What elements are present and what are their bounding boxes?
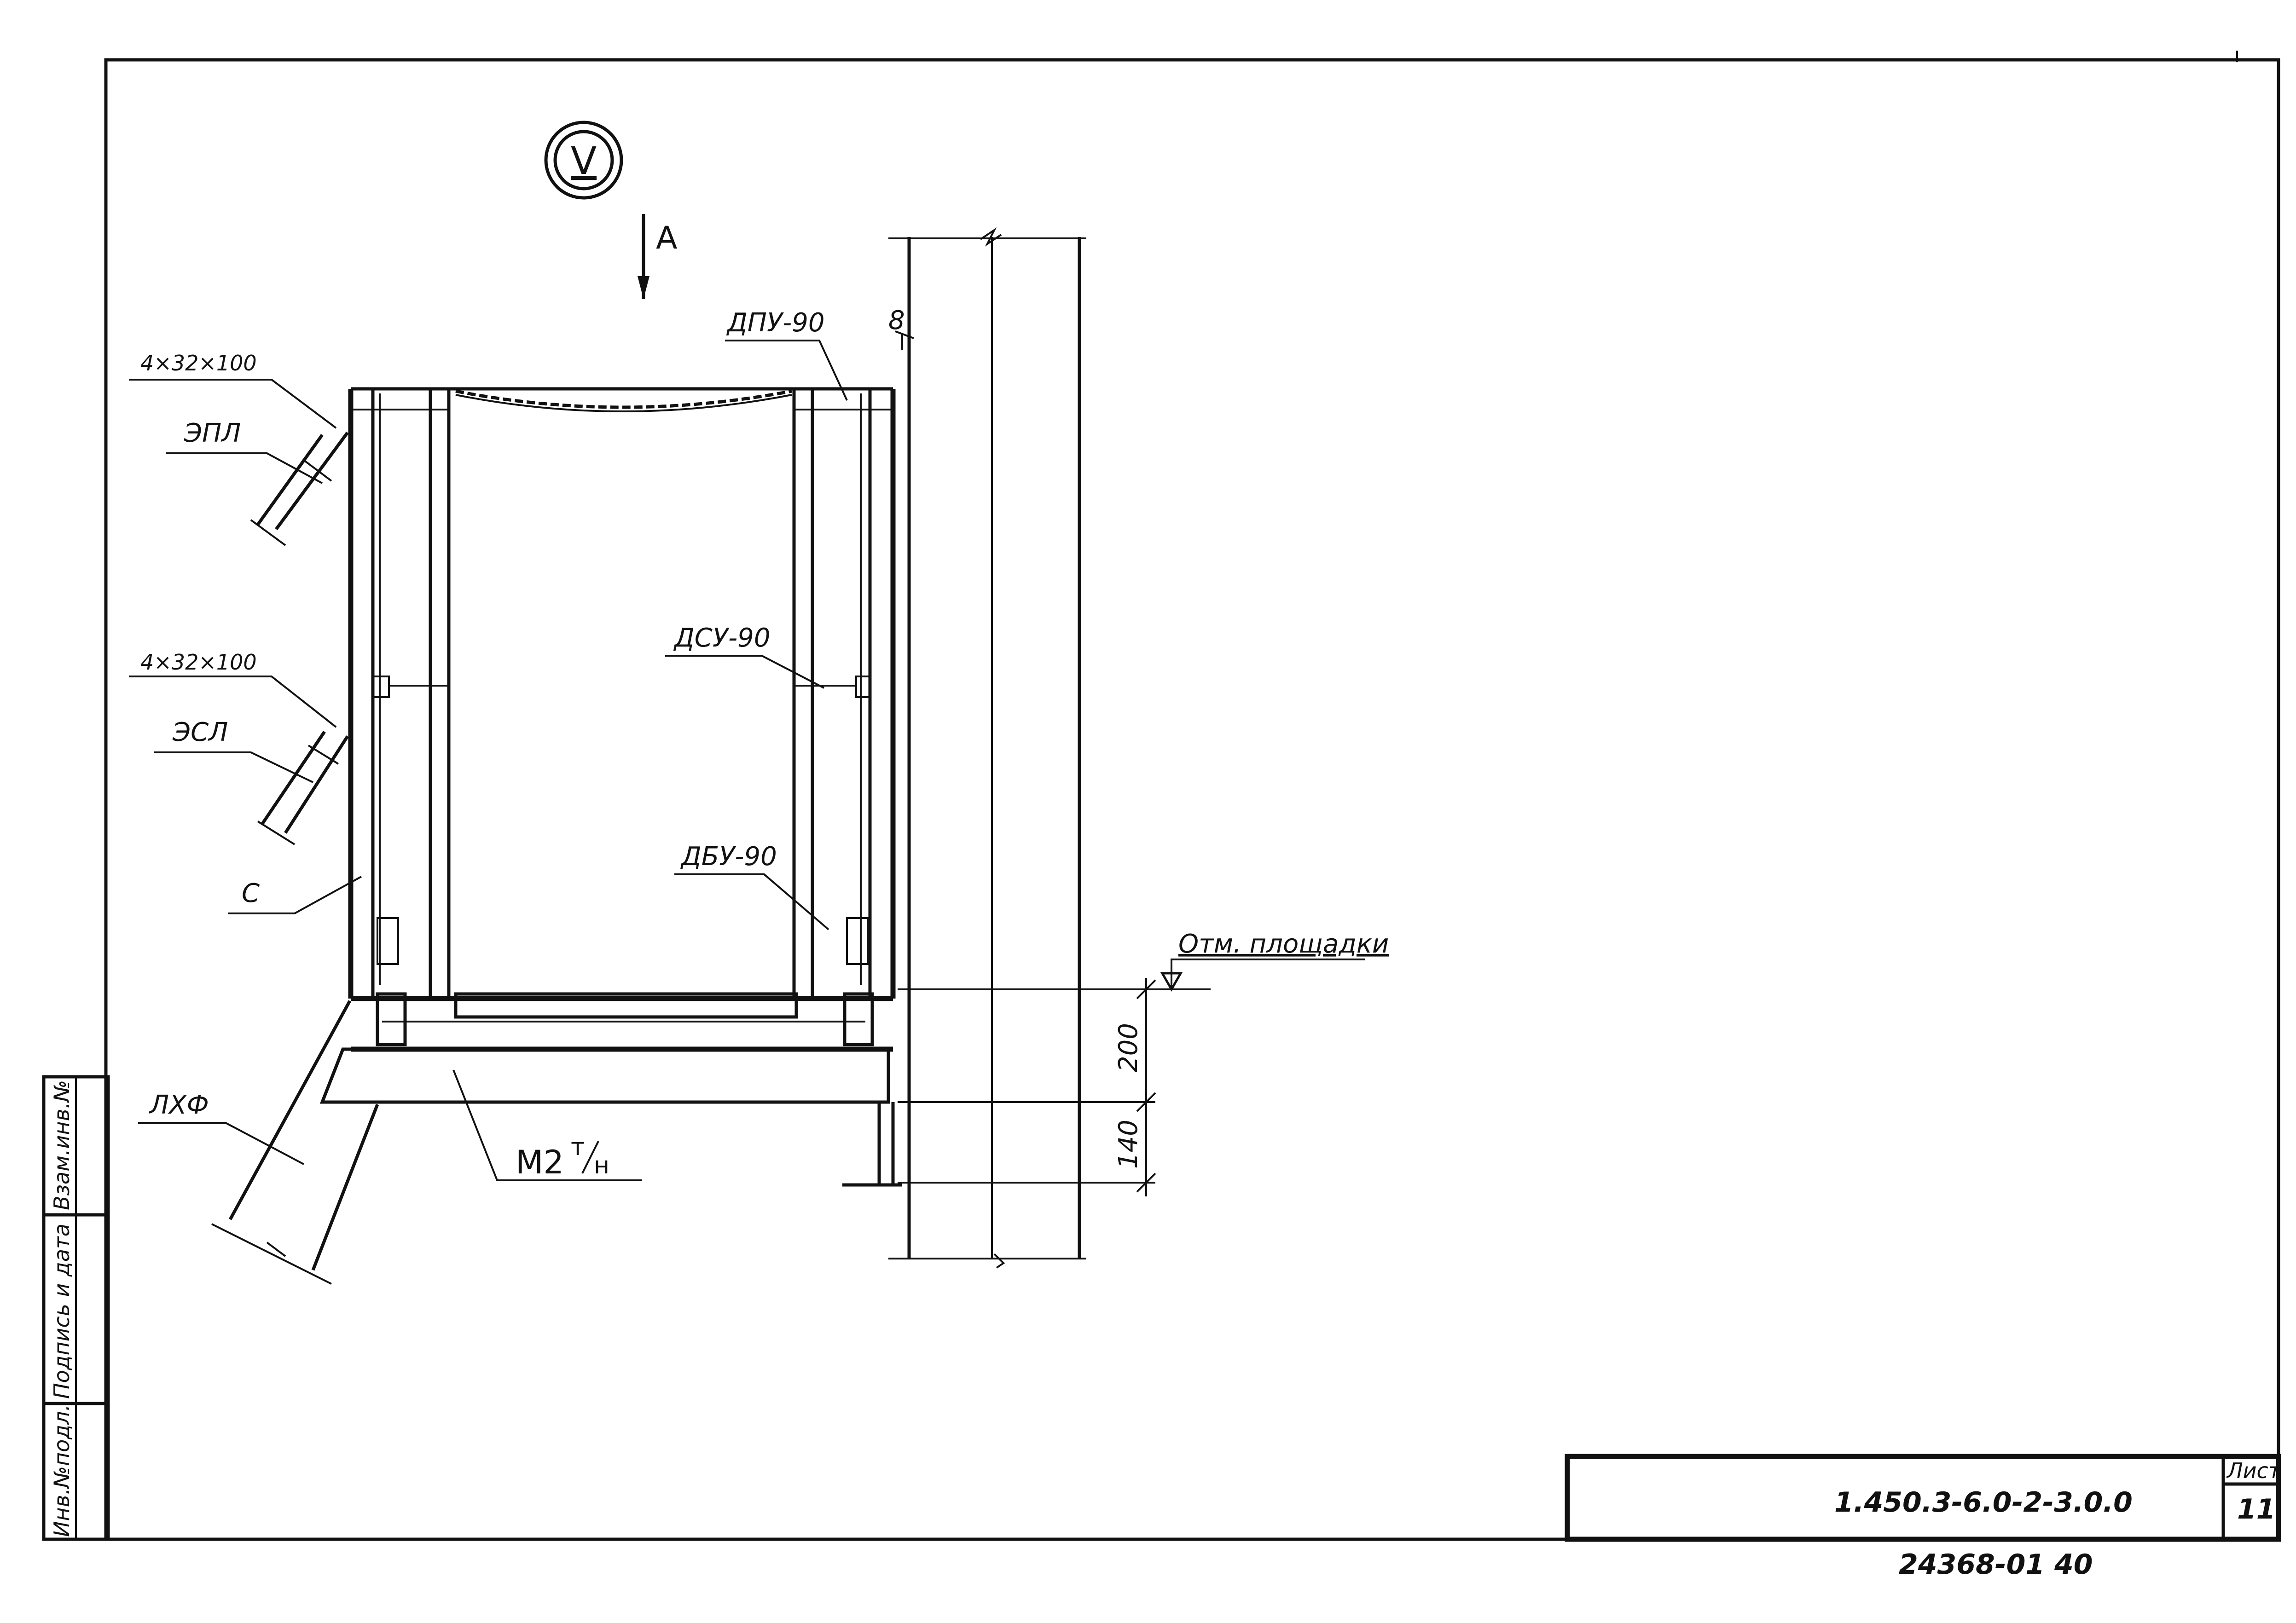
side-stamp: Взам.инв.№ Подпись и дата Инв.№подл. [42, 1075, 110, 1541]
vertical-dimensions: 200 140 [898, 978, 1156, 1196]
label-m2-sub: н [594, 1152, 609, 1179]
column [888, 227, 1086, 1269]
sheet-number: 11 [2237, 1493, 2276, 1525]
gap-dimension: 8 [888, 306, 914, 350]
title-block: 1.450.3-6.0-2-3.0.0 Лист 11 [1565, 1454, 2281, 1542]
view-arrow-label: A [656, 220, 678, 256]
label-lhf: ЛХФ [149, 1090, 209, 1120]
sheet-label: Лист [2226, 1458, 2281, 1483]
archive-number: 24368-01 40 [1899, 1548, 2093, 1581]
stamp-replace-inv: Взам.инв.№ [49, 1080, 74, 1210]
label-m2-main: М2 [516, 1144, 564, 1181]
drawing-frame [104, 51, 2280, 1541]
gap-value: 8 [888, 306, 905, 335]
labels: 4×32×100 ЭПЛ 4×32×100 ЭСЛ С ЛХФ ДПУ-90 Д… [129, 308, 848, 1181]
label-dsu: ДСУ-90 [673, 623, 770, 653]
stamp-sign-date: Подпись и дата [49, 1224, 74, 1399]
level-mark: Отм. площадки [898, 929, 1389, 992]
view-marker: V [544, 121, 623, 200]
label-dbu: ДБУ-90 [680, 842, 777, 872]
dimension-140: 140 [1113, 1120, 1143, 1169]
label-esl: ЭСЛ [172, 717, 228, 747]
drawing-designation: 1.450.3-6.0-2-3.0.0 [1834, 1486, 2133, 1519]
label-m2: М2 т н [516, 1133, 609, 1181]
label-epl: ЭПЛ [184, 418, 241, 448]
label-plate-mid: 4×32×100 [140, 650, 257, 675]
label-dpu: ДПУ-90 [726, 308, 824, 338]
label-plate-top: 4×32×100 [140, 351, 257, 375]
label-m2-sup: т [571, 1133, 585, 1161]
view-arrow: A [638, 214, 678, 299]
label-c: С [242, 878, 260, 908]
dimension-200: 200 [1113, 1023, 1143, 1072]
stamp-inv-original: Инв.№подл. [49, 1404, 74, 1537]
cabin-frame [319, 387, 902, 1187]
level-label: Отм. площадки [1178, 929, 1389, 959]
view-marker-label: V [571, 139, 597, 183]
left-attachments [211, 431, 379, 1285]
